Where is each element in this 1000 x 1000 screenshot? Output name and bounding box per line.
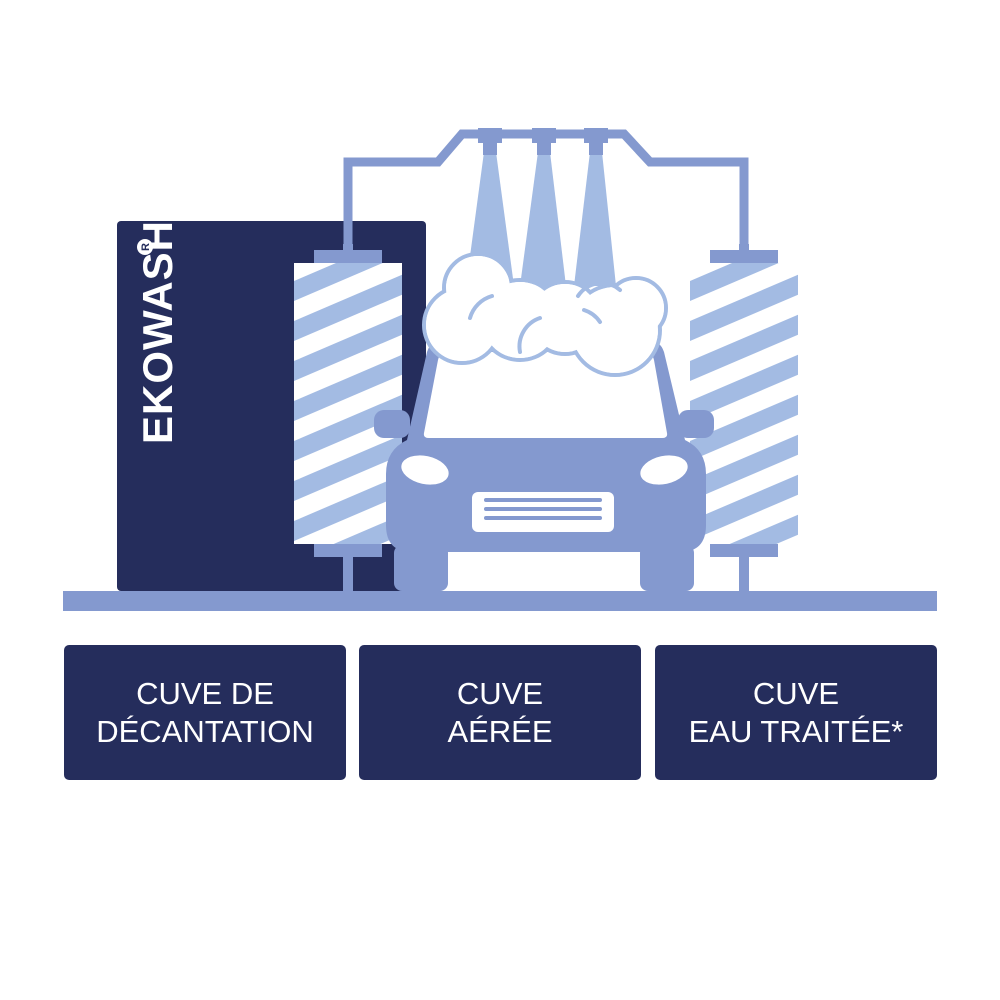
registered-mark: R: [140, 243, 152, 251]
foam-bubble-lines: [468, 281, 622, 354]
tank-decantation-line2: DÉCANTATION: [96, 713, 314, 749]
headlight-left: [401, 455, 449, 485]
tank-treated-water: CUVE EAU TRAITÉE*: [655, 645, 937, 780]
tank-aerated-line1: CUVE: [456, 675, 544, 711]
left-brush: [294, 244, 402, 591]
spray-nozzle-center: [532, 128, 556, 155]
brand-logo: EKOWASH R: [134, 220, 181, 444]
tank-aerated-line2: AÉRÉE: [447, 713, 553, 749]
spray-beam-center: [520, 152, 566, 286]
registered-icon: [137, 239, 153, 255]
tank-decantation: CUVE DE DÉCANTATION: [64, 645, 346, 780]
car-grille: [472, 492, 614, 532]
spray-nozzle-right: [584, 128, 608, 155]
tank-treated-water-line1: CUVE: [752, 675, 840, 711]
tank-aerated: CUVE AÉRÉE: [359, 645, 641, 780]
car-wheel-left: [394, 545, 448, 591]
spray-nozzle-left: [478, 128, 502, 155]
tank-treated-water-line2: EAU TRAITÉE*: [688, 713, 904, 749]
car: [374, 340, 714, 591]
right-brush: [690, 244, 798, 591]
mirror-right: [678, 410, 714, 438]
car-wheel-right: [640, 545, 694, 591]
headlight-right: [640, 455, 688, 485]
tank-decantation-line1: CUVE DE: [136, 675, 274, 711]
mirror-left: [374, 410, 410, 438]
brand-name: EKOWASH: [134, 220, 181, 444]
ground-bar: [63, 591, 937, 611]
spray-beam-right: [574, 152, 616, 286]
foam-cloud-fill: [426, 256, 664, 373]
